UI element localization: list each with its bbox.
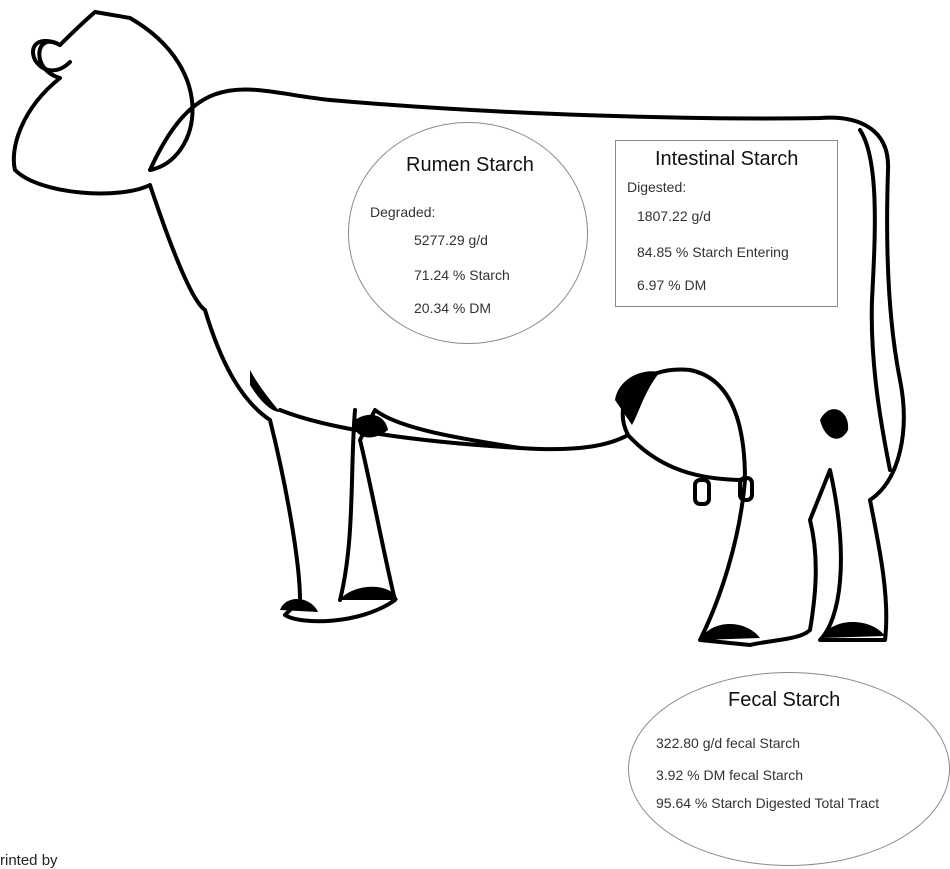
rumen-degraded-label: Degraded:: [370, 204, 435, 220]
cow-teat: [695, 480, 709, 504]
rumen-grams-per-day: 5277.29 g/d: [414, 232, 488, 248]
intestinal-starch-title: Intestinal Starch: [655, 148, 798, 171]
cow-tail: [860, 130, 890, 470]
fecal-percent-digested-total-tract: 95.64 % Starch Digested Total Tract: [656, 795, 879, 811]
fecal-grams-per-day: 322.80 g/d fecal Starch: [656, 735, 800, 751]
fecal-percent-dm: 3.92 % DM fecal Starch: [656, 767, 803, 783]
rumen-starch-title: Rumen Starch: [406, 154, 534, 177]
cow-hoof: [340, 587, 398, 600]
intestinal-percent-starch-entering: 84.85 % Starch Entering: [637, 244, 789, 260]
printed-by-footer: rinted by: [0, 852, 58, 869]
intestinal-digested-label: Digested:: [627, 179, 686, 195]
cow-marking: [820, 409, 848, 439]
cow-hoof: [700, 624, 760, 640]
intestinal-percent-dm: 6.97 % DM: [637, 277, 706, 293]
fecal-starch-title: Fecal Starch: [728, 689, 840, 712]
intestinal-grams-per-day: 1807.22 g/d: [637, 208, 711, 224]
cow-hoof: [280, 599, 318, 612]
rumen-percent-dm: 20.34 % DM: [414, 300, 491, 316]
rumen-percent-starch: 71.24 % Starch: [414, 267, 510, 283]
cow-front-leg: [340, 410, 355, 600]
